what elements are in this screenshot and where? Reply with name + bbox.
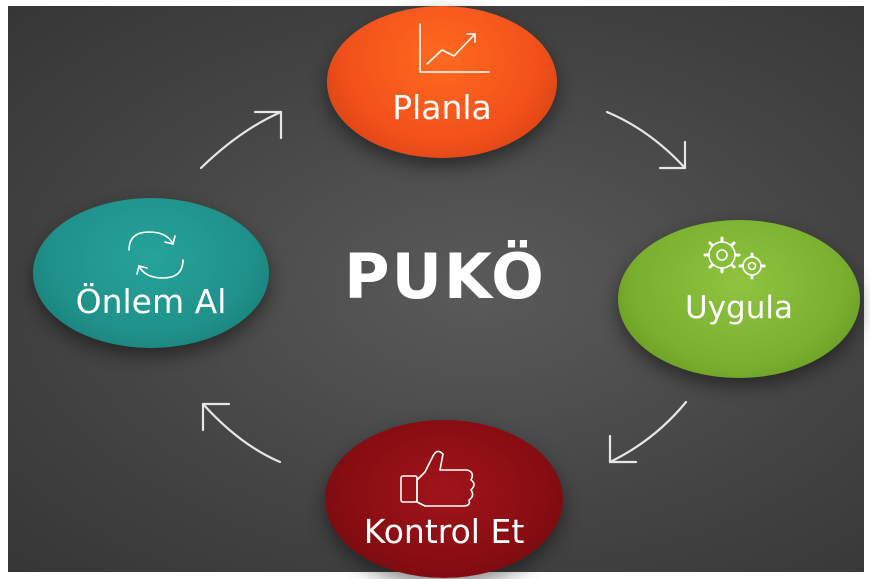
node-plan-label: Planla <box>392 88 492 127</box>
node-plan: Planla <box>327 6 557 158</box>
gears-icon <box>703 236 766 280</box>
refresh-cycle-icon <box>128 231 184 279</box>
node-act: Önlem Al <box>33 198 269 348</box>
thumbs-up-icon <box>400 450 475 507</box>
center-title: PUKÖ <box>344 240 546 313</box>
node-do-label: Uygula <box>685 290 793 326</box>
chart-trend-icon <box>419 23 490 73</box>
node-do: Uygula <box>618 220 860 378</box>
arrow-check-to-act <box>201 402 282 464</box>
node-act-label: Önlem Al <box>75 282 227 321</box>
node-check-label: Kontrol Et <box>363 512 525 551</box>
arrow-plan-to-do <box>605 110 687 170</box>
arrow-do-to-check <box>608 400 688 464</box>
node-check: Kontrol Et <box>325 420 563 578</box>
arrow-act-to-plan <box>199 110 283 170</box>
